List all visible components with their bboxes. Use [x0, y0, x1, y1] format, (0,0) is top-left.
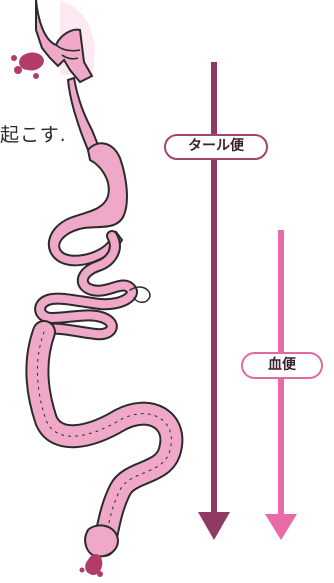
cropped-caption-text: 起こす. [0, 120, 67, 147]
colon [37, 332, 171, 545]
bloody-stool-label: 血便 [241, 352, 323, 379]
bloody-stool-arrow [265, 230, 297, 540]
anus-blood-drip [80, 554, 104, 577]
mouth-blood-drip [11, 53, 44, 79]
tar-stool-label: タール便 [164, 134, 268, 160]
rectum [85, 525, 118, 556]
